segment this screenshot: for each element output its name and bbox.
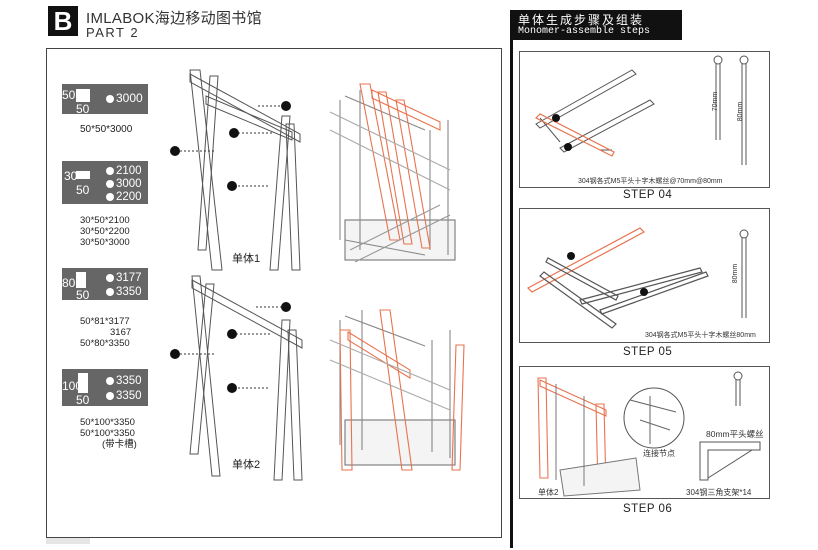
unit-2-label: 单体2 xyxy=(232,459,261,471)
step-06-detail: 连接节点 xyxy=(643,449,675,458)
legend-3-spec-0: 50*81*3177 xyxy=(80,316,130,327)
legend-4-spec-1: 50*100*3350 xyxy=(80,428,135,439)
steps-header-bar xyxy=(510,10,682,40)
legend-2-small: 50 xyxy=(76,183,90,197)
legend-4-big: 100 xyxy=(62,379,83,393)
legend-2-spec-2: 30*50*3000 xyxy=(80,237,130,248)
divider-line xyxy=(510,40,513,548)
unit-1-markers xyxy=(170,101,291,191)
step-05-panel xyxy=(519,208,770,343)
legend-1-small: 50 xyxy=(76,102,90,116)
steps-header-cn: 单体生成步骤及组装 xyxy=(518,13,645,27)
legend-3-big: 80 xyxy=(62,276,76,290)
assembly-2-drawing xyxy=(329,309,465,471)
legend-2-value-0: 2100 xyxy=(116,165,142,177)
assembly-1-drawing xyxy=(329,83,456,263)
legend-3-value-1: 3350 xyxy=(116,286,142,298)
step-05-label: STEP 05 xyxy=(623,346,673,358)
legend-swatch-4: 100 50 3350 3350 xyxy=(62,369,148,407)
legend-swatch-1: 50 50 3000 xyxy=(62,84,148,116)
legend-4-spec-0: 50*100*3350 xyxy=(80,417,135,428)
unit-1-label: 单体1 xyxy=(232,253,261,265)
legend-4-value-1: 3350 xyxy=(116,390,142,402)
legend-4-small: 50 xyxy=(76,393,90,407)
step-06-label: STEP 06 xyxy=(623,503,673,515)
legend-3-spec-2: 50*80*3350 xyxy=(80,338,130,349)
legend-swatch-3: 80 50 3177 3350 xyxy=(62,268,148,302)
legend-1-spec-0: 50*50*3000 xyxy=(80,124,133,135)
step-06-unit: 单体2 xyxy=(538,488,559,497)
legend-2-spec-0: 30*50*2100 xyxy=(80,215,130,226)
legend-4-spec-2: (带卡槽) xyxy=(102,439,137,450)
legend-3-value-0: 3177 xyxy=(116,272,142,284)
legend-2-value-1: 3000 xyxy=(116,178,142,190)
step-04-note: 304钢各式M5平头十字木螺丝@70mm@80mm xyxy=(578,178,723,185)
step-04-label: STEP 04 xyxy=(623,189,673,201)
legend-1-big: 50 xyxy=(62,88,76,102)
unit-2-frame xyxy=(180,275,303,481)
step-06-screw: 80mm平头螺丝 xyxy=(706,429,764,439)
page-title: IMLABOK海边移动图书馆 xyxy=(86,10,262,27)
section-badge: B xyxy=(48,6,78,36)
bottom-block xyxy=(46,538,90,544)
legend-2-value-2: 2200 xyxy=(116,191,142,203)
legend-1-value-0: 3000 xyxy=(116,91,143,105)
legend-2-big: 30 xyxy=(64,169,78,183)
step-04-panel xyxy=(519,51,770,188)
step-05-note: 304钢各式M5平头十字木螺丝80mm xyxy=(645,332,756,339)
steps-header-en: Monomer-assemble steps xyxy=(518,26,651,37)
legend-swatch-2: 30 50 2100 3000 2200 xyxy=(62,161,148,204)
legend-4-value-0: 3350 xyxy=(116,375,142,387)
legend-3-spec-1: 3167 xyxy=(110,327,132,338)
legend-3-small: 50 xyxy=(76,288,90,302)
unit-1-frame xyxy=(180,69,301,271)
part-label: PART 2 xyxy=(86,25,140,40)
unit-2-markers xyxy=(170,302,291,393)
legend-2-spec-1: 30*50*2200 xyxy=(80,226,130,237)
step-06-bracket: 304钢三角支架*14 xyxy=(686,488,752,497)
